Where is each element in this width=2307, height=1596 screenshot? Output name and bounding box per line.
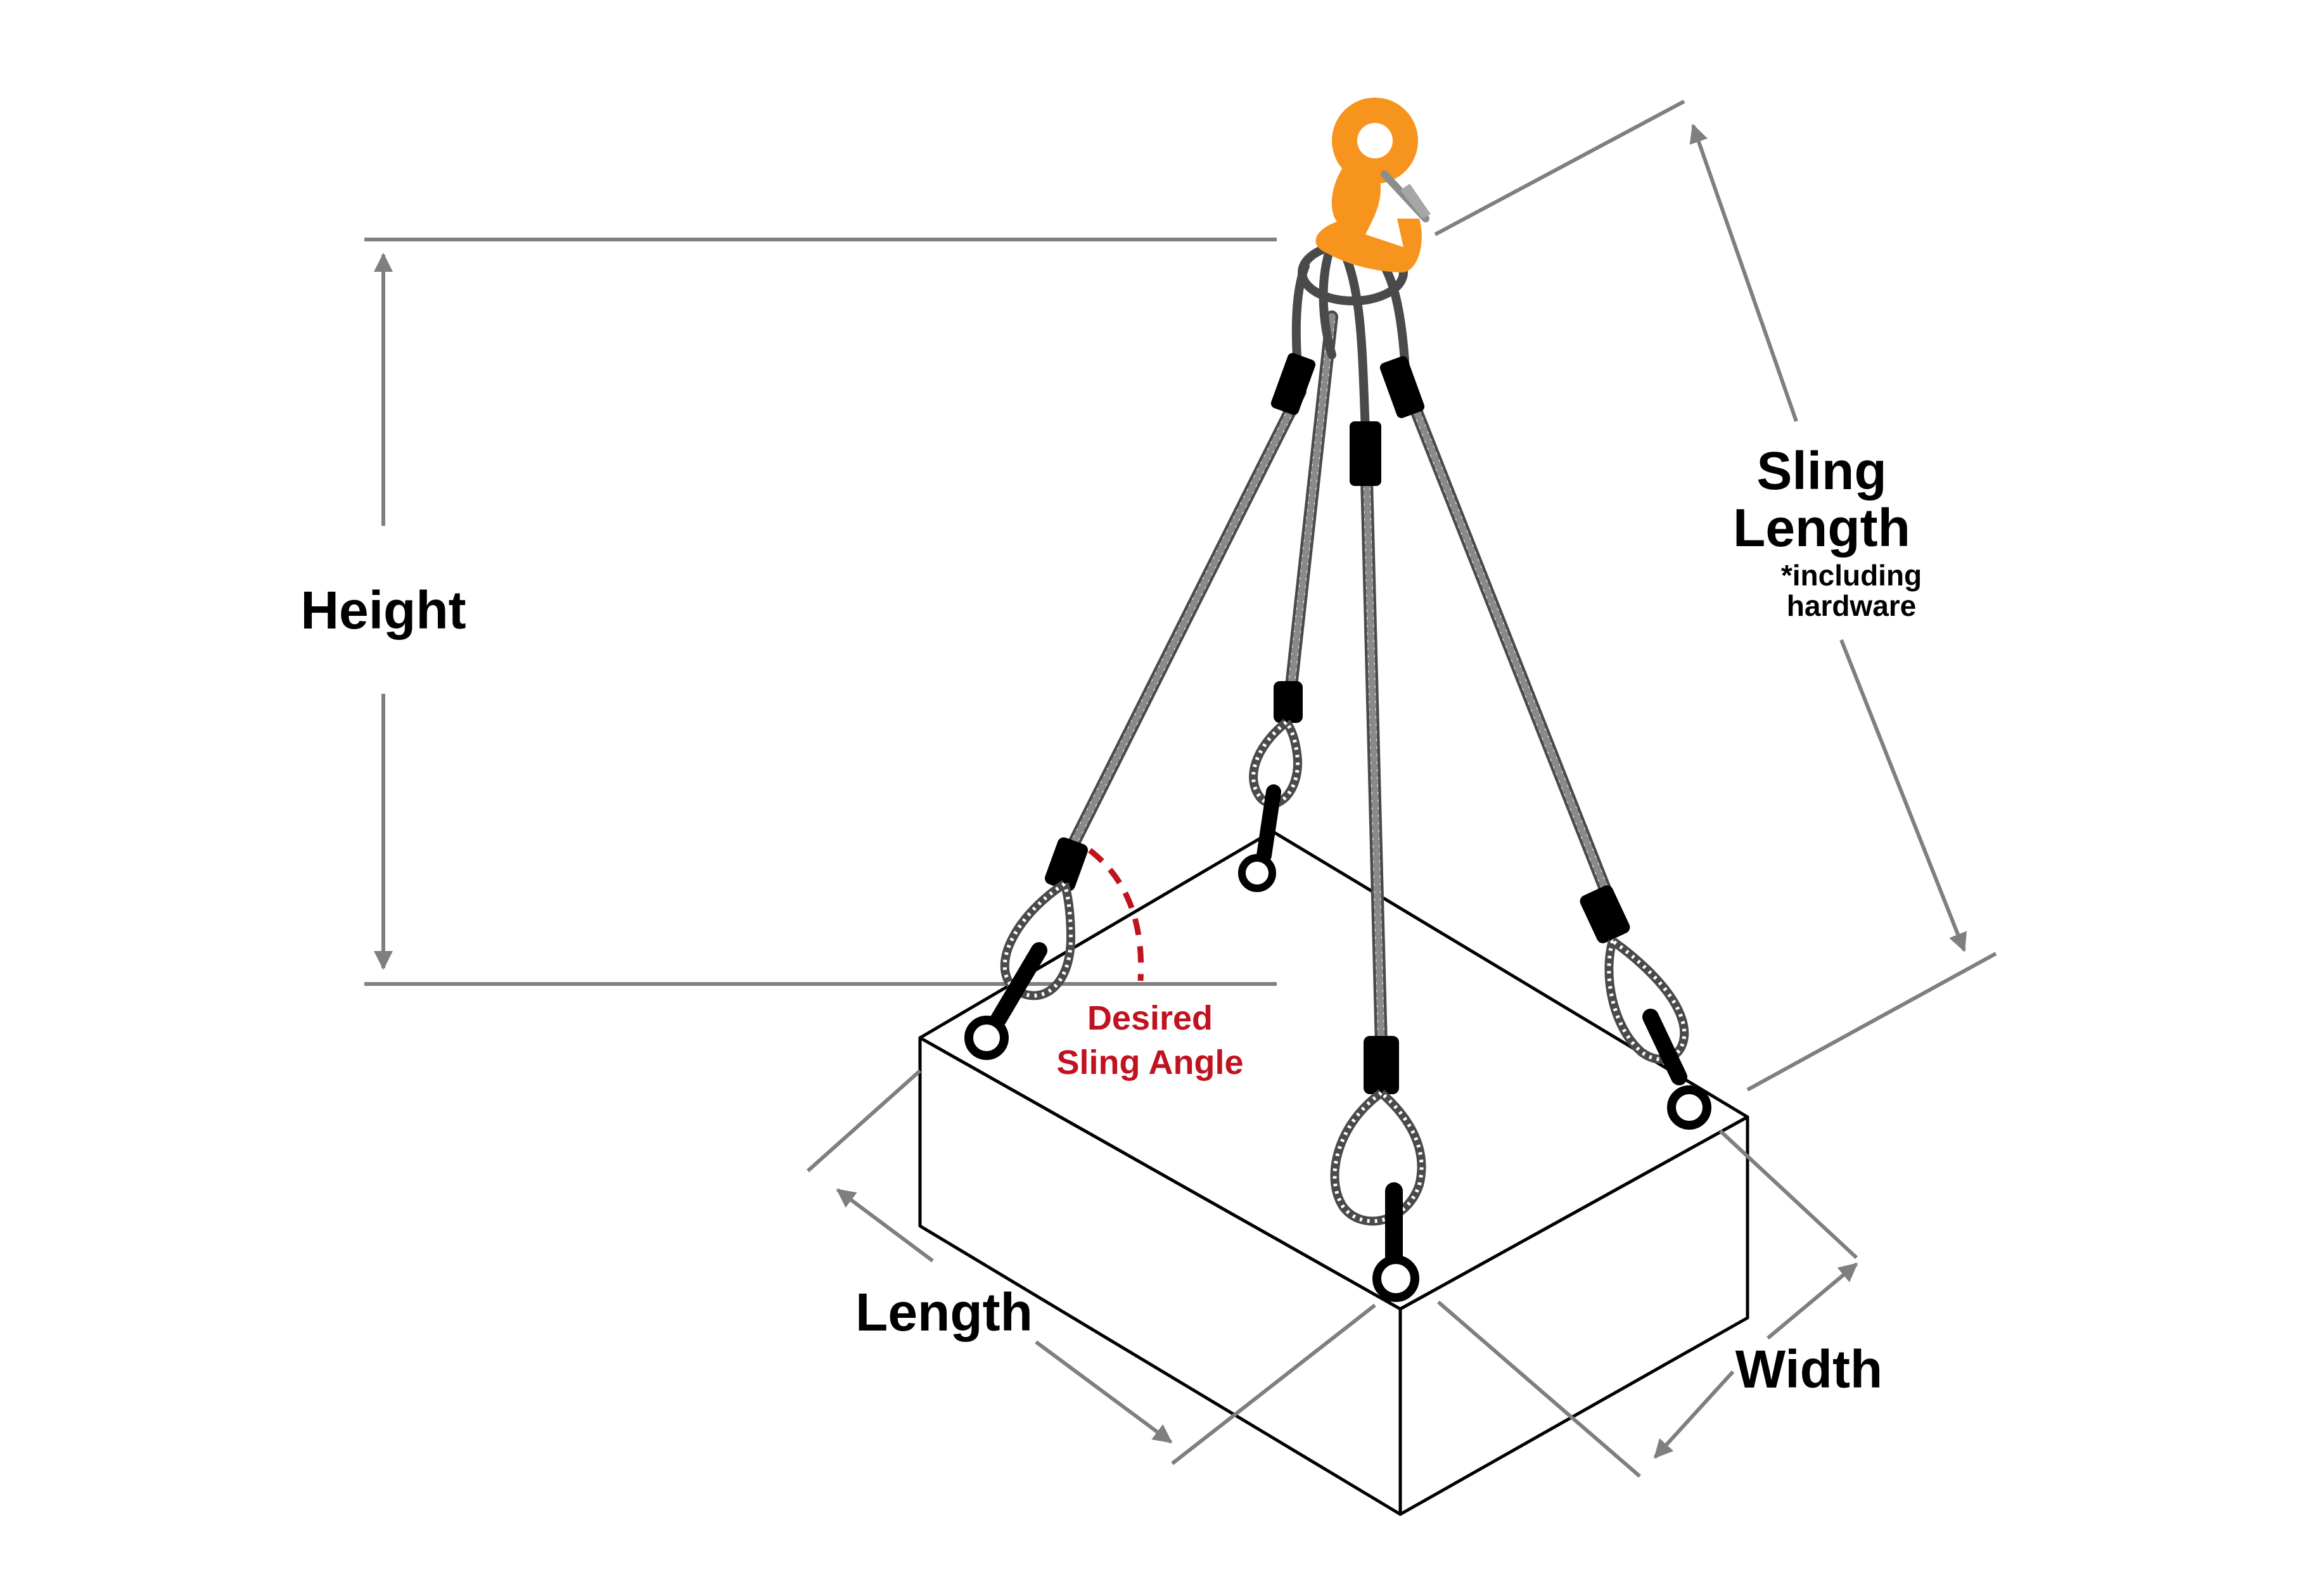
width-extension-right bbox=[1718, 1129, 1858, 1260]
eye-bolt-icon bbox=[1238, 784, 1281, 892]
width-arrow-right bbox=[1767, 1262, 1858, 1340]
length-arrow-right bbox=[1035, 1340, 1173, 1444]
sling-leg-front-left bbox=[1061, 385, 1307, 862]
load-box bbox=[918, 829, 1749, 1516]
ferrules bbox=[1044, 353, 1630, 1094]
width-label: Width bbox=[1735, 1339, 1882, 1399]
eye-bolts bbox=[964, 784, 1711, 1302]
eye-bolt-icon bbox=[1642, 1009, 1711, 1130]
wire-ropes bbox=[1061, 239, 1616, 1052]
ferrule-icon bbox=[1580, 885, 1630, 943]
desired-sling-angle-line2: Sling Angle bbox=[1057, 1044, 1244, 1082]
eye-bolt-icon bbox=[964, 942, 1047, 1060]
sling-length-label-line1: Sling bbox=[1756, 441, 1886, 501]
ferrule-icon bbox=[1270, 353, 1316, 415]
sling-leg-front-center bbox=[1359, 425, 1388, 1052]
sling-length-note-line1: *including bbox=[1781, 559, 1922, 592]
ferrule-icon bbox=[1044, 837, 1089, 891]
rope-bundle-at-hook bbox=[1291, 239, 1411, 435]
length-label: Length bbox=[855, 1282, 1033, 1342]
sling-leg-back-left bbox=[1283, 310, 1338, 710]
sling-extension-top bbox=[1434, 99, 1685, 236]
lifting-hook-icon bbox=[1315, 98, 1431, 272]
sling-leg-right bbox=[1400, 380, 1616, 906]
width-extension-left bbox=[1437, 1300, 1641, 1478]
height-label: Height bbox=[300, 580, 466, 640]
dimension-lines bbox=[364, 99, 1997, 1478]
length-extension-left bbox=[807, 1069, 921, 1173]
desired-sling-angle-line1: Desired bbox=[1087, 999, 1213, 1037]
sling-arrow-up bbox=[1689, 124, 1798, 422]
ferrule-icon bbox=[1364, 1036, 1399, 1094]
length-arrow-left bbox=[836, 1188, 934, 1263]
sling-arrow-down bbox=[1839, 639, 1967, 952]
sling-length-note-line2: hardware bbox=[1787, 589, 1917, 622]
sling-extension-bottom bbox=[1746, 952, 1997, 1092]
sling-length-label-line2: Length bbox=[1733, 498, 1910, 558]
length-extension-right bbox=[1171, 1303, 1376, 1465]
ferrule-icon bbox=[1350, 421, 1381, 486]
sling-angle-arc bbox=[1088, 848, 1144, 981]
ferrule-icon bbox=[1274, 681, 1303, 723]
eye-bolt-icon bbox=[1372, 1182, 1419, 1302]
width-arrow-left bbox=[1653, 1370, 1735, 1459]
ferrule-icon bbox=[1379, 356, 1425, 418]
box-right-face bbox=[1398, 1115, 1749, 1516]
